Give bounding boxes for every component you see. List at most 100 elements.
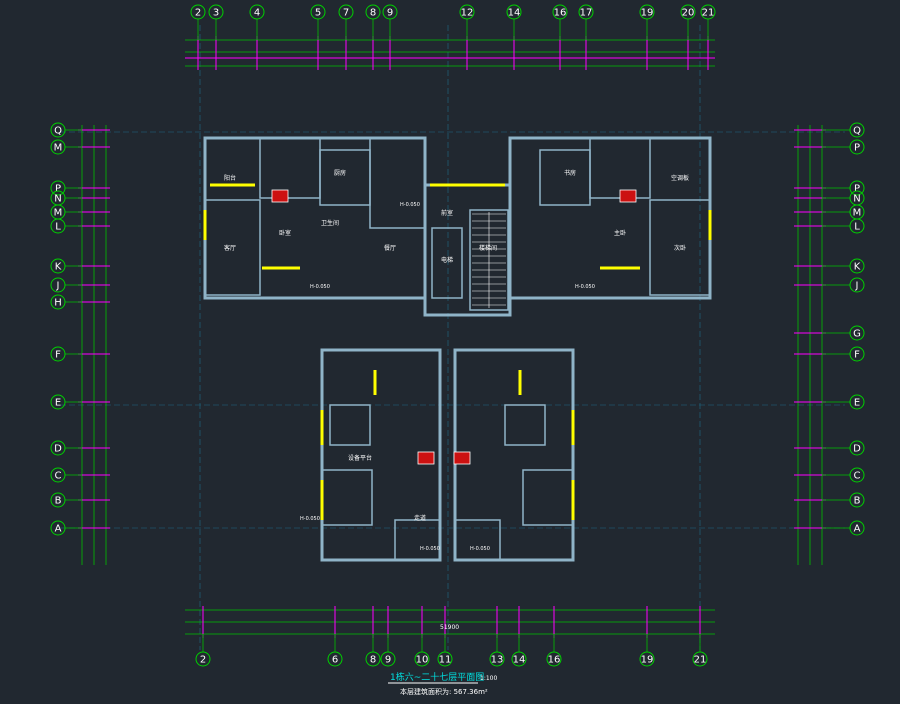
room-label: 客厅 bbox=[224, 244, 236, 252]
axis-bubble-left-A-14-label: A bbox=[55, 524, 62, 535]
axis-bubble-bottom-6: 6 bbox=[327, 634, 343, 667]
axis-bubble-bottom-16-label: 16 bbox=[548, 655, 561, 666]
axis-bubble-left-M-1: M bbox=[50, 139, 82, 155]
axis-bubble-left-Q-0: Q bbox=[50, 122, 82, 138]
room-label: 空调板 bbox=[671, 174, 689, 182]
axis-bubble-left-E-10-label: E bbox=[55, 398, 61, 409]
axis-bubble-right-N-3-label: N bbox=[853, 194, 860, 205]
axis-bubble-right-P-2-label: P bbox=[854, 184, 860, 195]
axis-bubble-left-L-5: L bbox=[50, 218, 82, 234]
axis-bubble-right-A-14-label: A bbox=[854, 524, 861, 535]
axis-bubble-left-F-9-label: F bbox=[55, 350, 61, 361]
axis-bubble-top-7: 7 bbox=[338, 4, 354, 40]
axis-bubble-left-H-8-label: H bbox=[54, 298, 62, 309]
axis-bubble-top-9: 9 bbox=[382, 4, 398, 40]
axis-bubble-bottom-2-label: 2 bbox=[200, 655, 206, 666]
fire-hydrants bbox=[271, 189, 637, 465]
axis-bubble-right-L-5: L bbox=[822, 218, 865, 234]
axis-bubble-left-F-9: F bbox=[50, 346, 82, 362]
axis-bubble-left-A-14: A bbox=[50, 520, 82, 536]
axis-bubble-bottom-13: 13 bbox=[489, 634, 505, 667]
area-note: 本层建筑面积为: 567.36m² bbox=[400, 687, 488, 696]
axis-bubble-right-D-11-label: D bbox=[853, 444, 861, 455]
axis-bubble-right-M-4-label: M bbox=[853, 208, 862, 219]
axis-bubble-left-H-8: H bbox=[50, 294, 82, 310]
axis-bubble-right-Q-0-label: Q bbox=[853, 126, 861, 137]
axis-bubble-bottom-10: 10 bbox=[414, 634, 430, 667]
axis-bubble-top-21-label: 21 bbox=[702, 8, 715, 19]
axis-bubble-right-F-9-label: F bbox=[854, 350, 860, 361]
axis-bubble-top-12-label: 12 bbox=[461, 8, 474, 19]
room-label: 设备平台 bbox=[348, 454, 372, 462]
axis-bubble-right-P-2: P bbox=[822, 180, 865, 196]
bottom-dimension-chain bbox=[185, 606, 715, 638]
axis-bubble-right-G-8-label: G bbox=[853, 329, 861, 340]
axis-bubble-right-L-5-label: L bbox=[854, 222, 860, 233]
axis-bubble-right-K-6: K bbox=[822, 258, 865, 274]
room-labels: 卧室客厅厨房卫生间阳台餐厅楼梯间电梯前室主卧次卧书房空调板设备平台走道 bbox=[224, 169, 689, 522]
axis-bubble-bottom-14: 14 bbox=[511, 634, 527, 667]
axis-bubble-bottom-9-label: 9 bbox=[385, 655, 391, 666]
elevation-label: H-0.050 bbox=[470, 546, 490, 552]
room-label: 卧室 bbox=[279, 229, 291, 237]
axis-bubble-top-9-label: 9 bbox=[387, 8, 393, 19]
axis-bubble-bottom-8-label: 8 bbox=[370, 655, 376, 666]
axis-bubble-bottom-19-label: 19 bbox=[641, 655, 654, 666]
hydrant-2 bbox=[619, 189, 637, 203]
axis-bubble-left-N-3-label: N bbox=[54, 194, 61, 205]
axis-bubble-bottom-9: 9 bbox=[380, 634, 396, 667]
room-label: 书房 bbox=[564, 169, 576, 177]
axis-bubble-top-14-label: 14 bbox=[508, 8, 521, 19]
axis-bubble-right-C-12: C bbox=[822, 467, 865, 483]
axis-lines bbox=[60, 25, 845, 650]
elevation-label: H-0.050 bbox=[300, 516, 320, 522]
axis-bubble-top-7-label: 7 bbox=[343, 8, 349, 19]
axis-bubble-right-J-7: J bbox=[822, 277, 865, 293]
elevation-label: H-0.050 bbox=[400, 202, 420, 208]
axis-bubble-right-B-13-label: B bbox=[854, 496, 861, 507]
room-label: 阳台 bbox=[224, 174, 236, 182]
axis-bubble-top-4: 4 bbox=[249, 4, 265, 40]
room-label: 主卧 bbox=[614, 229, 626, 237]
axis-bubble-top-8-label: 8 bbox=[370, 8, 376, 19]
axis-bubble-top-3: 3 bbox=[208, 4, 224, 40]
axis-bubble-right-P-1: P bbox=[822, 139, 865, 155]
axis-bubble-bottom-14-label: 14 bbox=[513, 655, 526, 666]
axis-bubble-left-P-2-label: P bbox=[55, 184, 61, 195]
room-label: 次卧 bbox=[674, 244, 686, 252]
title-block: 1栋六~二十七层平面图 1:100 本层建筑面积为: 567.36m² 5190… bbox=[388, 624, 497, 696]
axis-bubble-top-8: 8 bbox=[365, 4, 381, 40]
elevation-label: H-0.050 bbox=[420, 546, 440, 552]
axis-bubble-left-M-1-label: M bbox=[54, 143, 63, 154]
room-label: 电梯 bbox=[441, 256, 453, 264]
axis-bubble-right-C-12-label: C bbox=[854, 471, 861, 482]
axis-bubble-top-19-label: 19 bbox=[641, 8, 654, 19]
axis-bubble-top-16: 16 bbox=[552, 4, 568, 40]
elevation-label: H-0.050 bbox=[310, 284, 330, 290]
axis-bubble-top-5: 5 bbox=[310, 4, 326, 40]
room-label: 卫生间 bbox=[321, 219, 339, 227]
axis-bubble-left-B-13-label: B bbox=[55, 496, 62, 507]
axis-bubble-bottom-21: 21 bbox=[692, 634, 708, 667]
axis-bubble-top-20: 20 bbox=[680, 4, 696, 40]
axis-bubble-top-19: 19 bbox=[639, 4, 655, 40]
axis-bubble-left-P-2: P bbox=[50, 180, 82, 196]
axis-bubble-top-17-label: 17 bbox=[580, 8, 593, 19]
stair-hatch bbox=[472, 212, 506, 308]
axis-bubble-top-5-label: 5 bbox=[315, 8, 321, 19]
room-label: 走道 bbox=[414, 514, 426, 522]
axis-bubble-bottom-19: 19 bbox=[639, 634, 655, 667]
axis-bubble-bottom-13-label: 13 bbox=[491, 655, 504, 666]
axis-bubble-bottom-21-label: 21 bbox=[694, 655, 707, 666]
axis-bubble-right-E-10: E bbox=[822, 394, 865, 410]
axis-bubble-right-G-8: G bbox=[822, 325, 865, 341]
overall-width: 51900 bbox=[440, 624, 459, 631]
axis-bubble-top-12: 12 bbox=[459, 4, 475, 40]
room-label: 楼梯间 bbox=[479, 244, 497, 252]
left-dimension-chain bbox=[78, 125, 110, 565]
axis-bubble-left-D-11-label: D bbox=[54, 444, 62, 455]
